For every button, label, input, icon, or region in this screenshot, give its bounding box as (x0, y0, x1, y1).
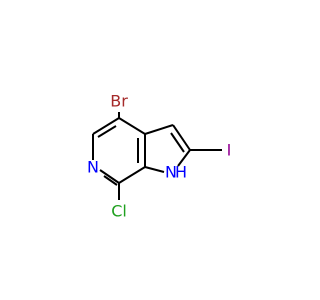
nh-nitrogen-label: N (165, 163, 177, 182)
bond-c7-c7a (118, 166, 146, 184)
iodine-label: I (227, 141, 232, 160)
bromine-label: Br (110, 92, 128, 111)
ring-nitrogen-label: N (87, 158, 99, 177)
chlorine-label: Cl (111, 202, 127, 221)
bond-n-c7 (99, 169, 120, 184)
atom-labels: Br I Cl N N H (87, 92, 231, 221)
structure-diagram: Br I Cl N N H (87, 92, 231, 221)
bond-c3-c2-inner (170, 132, 185, 153)
bond-c4-c5-inner (97, 125, 117, 138)
nh-hydrogen-label: H (175, 163, 187, 182)
bond-c3a-c3 (144, 124, 174, 135)
bond-n1-c7a (144, 166, 165, 173)
bonds (92, 112, 222, 200)
bond-c3-c2 (172, 124, 191, 151)
bond-c4-c5 (92, 117, 120, 135)
bond-n-c7-inner (103, 175, 118, 186)
bond-c3a-c4 (118, 117, 146, 135)
bond-c2-n1 (177, 149, 191, 167)
